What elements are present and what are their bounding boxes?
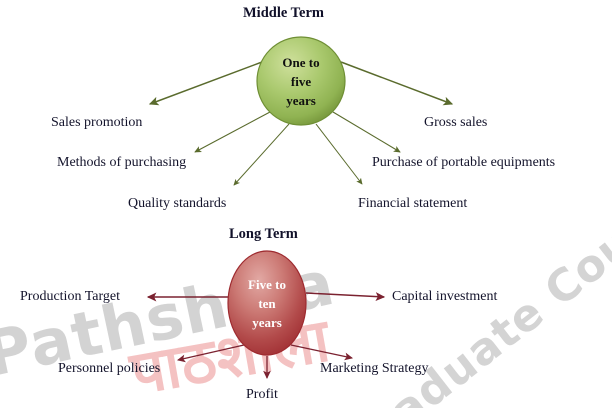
node-profit: Profit	[246, 387, 278, 402]
middle-term-hub-line-1: One to	[282, 55, 320, 70]
middle-term-hub-text: One to five years	[261, 53, 341, 110]
node-personnel-policies: Personnel policies	[58, 361, 161, 376]
long-term-hub-line-1: Five to	[248, 277, 286, 292]
middle-term-hub-line-3: years	[286, 93, 316, 108]
node-capital-investment: Capital investment	[392, 289, 498, 304]
node-financial-statement: Financial statement	[358, 196, 468, 211]
long-term-title: Long Term	[229, 226, 298, 242]
node-sales-promotion: Sales promotion	[51, 115, 143, 130]
node-gross-sales: Gross sales	[424, 115, 488, 130]
middle-term-arrows	[148, 61, 454, 186]
middle-term-title: Middle Term	[243, 5, 324, 21]
middle-term-hub-ellipse	[256, 36, 346, 126]
node-production-target: Production Target	[20, 289, 120, 304]
long-term-arrows	[146, 292, 386, 380]
long-term-hub-line-2: ten	[258, 296, 276, 311]
node-marketing-strategy: Marketing Strategy	[320, 361, 429, 376]
node-purchase-of-portable-equipments: Purchase of portable equipments	[372, 155, 556, 170]
node-methods-of-purchasing: Methods of purchasing	[57, 155, 187, 170]
middle-term-hub-line-2: five	[290, 74, 312, 89]
long-term-hub-ellipse	[227, 250, 307, 356]
long-term-hub-line-3: years	[252, 315, 282, 330]
node-quality-standards: Quality standards	[128, 196, 227, 211]
long-term-hub-text: Five to ten years	[227, 275, 307, 332]
